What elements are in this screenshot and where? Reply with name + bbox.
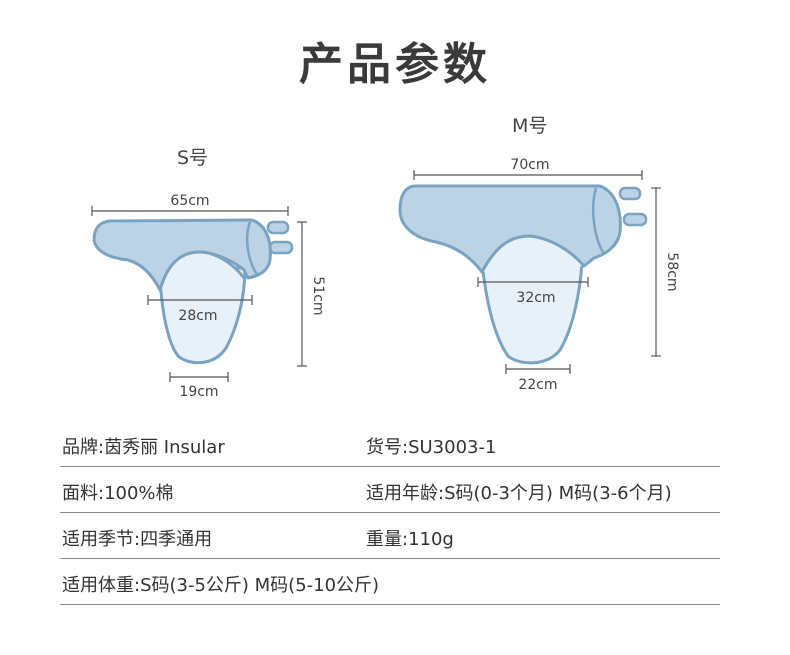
dim-m-bottom bbox=[505, 364, 571, 374]
dim-s-height-label: 51cm bbox=[310, 276, 326, 315]
size-label-s: S号 bbox=[177, 147, 209, 169]
dim-s-mid-label: 28cm bbox=[178, 308, 217, 324]
dim-s-bottom bbox=[169, 372, 229, 382]
spec-row-4: 适用体重:S码(3-5公斤) M码(5-10公斤) bbox=[60, 559, 720, 605]
dim-m-height bbox=[651, 187, 661, 357]
dim-s-width bbox=[91, 206, 289, 216]
dim-s-height bbox=[297, 221, 307, 367]
dim-s-mid bbox=[147, 295, 253, 305]
spec-row-2: 面料:100%棉 适用年龄:S码(0-3个月) M码(3-6个月) bbox=[60, 467, 720, 513]
spec-row-3: 适用季节:四季通用 重量:110g bbox=[60, 513, 720, 559]
dim-s-width-label: 65cm bbox=[170, 193, 209, 209]
dim-m-width-label: 70cm bbox=[510, 157, 549, 173]
size-label-m: M号 bbox=[512, 115, 548, 137]
spec-item-no: 货号:SU3003-1 bbox=[366, 437, 497, 458]
dim-m-bottom-label: 22cm bbox=[518, 377, 557, 393]
size-diagram: 65cm 51cm 28cm 19cm 70cm 58cm bbox=[91, 157, 680, 400]
spec-age: 适用年龄:S码(0-3个月) M码(3-6个月) bbox=[366, 483, 672, 504]
dim-m-height-label: 58cm bbox=[664, 252, 680, 291]
dim-m-mid bbox=[477, 277, 589, 287]
dim-s-bottom-label: 19cm bbox=[179, 384, 218, 400]
spec-fabric: 面料:100%棉 bbox=[62, 483, 174, 504]
spec-brand: 品牌:茵秀丽 Insular bbox=[62, 437, 225, 458]
dim-m-width bbox=[413, 170, 643, 180]
spec-body-weight: 适用体重:S码(3-5公斤) M码(5-10公斤) bbox=[62, 575, 380, 596]
swaddle-s-illustration bbox=[92, 218, 294, 365]
spec-weight: 重量:110g bbox=[366, 529, 454, 550]
dim-m-mid-label: 32cm bbox=[516, 290, 555, 306]
swaddle-m-illustration bbox=[398, 184, 648, 365]
page-title: 产品参数 bbox=[299, 39, 491, 90]
spec-season: 适用季节:四季通用 bbox=[62, 529, 213, 550]
spec-row-1: 品牌:茵秀丽 Insular 货号:SU3003-1 bbox=[60, 421, 720, 467]
